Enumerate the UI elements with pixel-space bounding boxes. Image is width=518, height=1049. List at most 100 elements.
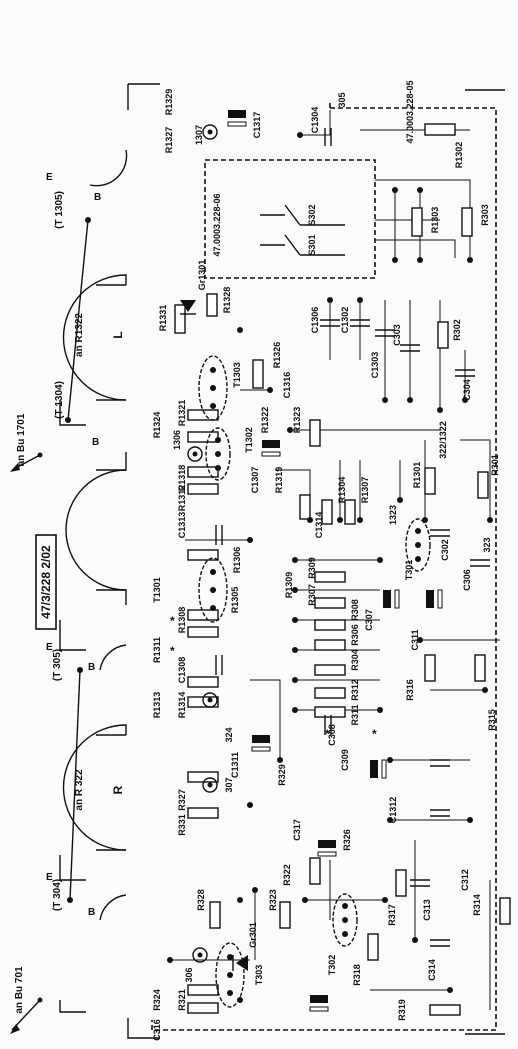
label-r1324: R1324 [152,412,162,439]
label-r1303: R1303 [430,207,440,234]
label-c307: C307 [364,609,374,631]
label-t305: (T 305) [52,649,63,681]
channel-label-l: L [111,331,125,338]
cutout-R-lines [96,734,126,851]
label-r323: R323 [268,889,278,911]
label-r303: R303 [480,204,490,226]
label-r1322: R1322 [260,407,270,434]
label-c316: C316 [152,1019,162,1041]
channel-label-r: R [111,785,125,794]
label-r324: R324 [152,989,162,1011]
svg-text:*: * [170,644,175,658]
label-c309: C309 [340,749,350,771]
label-r322: R322 [282,864,292,886]
label-gr1301: Gr1301 [197,260,207,291]
label-r1309: R1309 [284,572,294,599]
label-t303: T303 [254,965,264,986]
label-c313: C313 [422,899,432,921]
label-e-2: E [46,642,53,653]
label-r1323: R1323 [292,407,302,434]
label-c304: C304 [462,379,472,401]
cutout-arc-4 [99,894,127,921]
svg-text:*: * [325,727,330,741]
label-b-1: B [94,192,101,203]
label-r1318: R1318 [177,465,187,492]
label-c308: C308 [327,724,337,746]
cutout-L-bracket [59,400,86,426]
connection-arrow-bu1701 [10,452,43,472]
label-c303: C303 [392,324,402,346]
label-r1328: R1328 [222,287,232,314]
connection-arrow-bu701 [10,997,43,1034]
label-c314: C314 [427,959,437,981]
frame-corner-bottom-left [127,1018,160,1039]
label-c1306: C1306 [310,307,320,334]
label-r315: R315 [487,709,497,731]
cutout-arc-3 [99,644,127,671]
label-t1301: T1301 [152,577,162,603]
label-r314: R314 [472,894,482,916]
cutout-bracket-4 [59,1000,86,1013]
label-r1308: R1308 [177,607,187,634]
label-b-4: B [88,907,95,918]
label-r328: R328 [196,889,206,911]
label-r312: R312 [350,679,360,701]
label-r307: R307 [307,584,317,606]
resistors [174,123,511,1016]
cutout-bracket-2 [59,620,86,651]
cutout-R-arc [62,724,127,851]
label-r329: R329 [277,764,287,786]
label-r317: R317 [387,904,397,926]
label-r301: R301 [490,454,500,476]
label-r321: R321 [177,989,187,1011]
diodes [180,300,248,971]
label-r311: R311 [350,704,360,725]
label-1307: 1307 [194,125,204,145]
label-an-bu1701: an Bu 1701 [16,413,27,466]
label-c312: C312 [460,869,470,891]
label-an-r1322: an R1322 [74,313,85,357]
label-r319: R319 [397,999,407,1021]
label-t304: (T 304) [52,879,63,911]
switch-contacts [260,204,345,256]
label-r326: R326 [342,829,352,851]
connection-arrow-r1322 [65,217,91,423]
label-323: 323 [482,537,492,552]
module-label-box [35,534,57,630]
label-gr301: Gr301 [248,922,258,948]
label-r1304: R1304 [337,477,347,504]
cutout-middle-lines [96,469,126,591]
label-c1313: C1313 [177,512,187,539]
label-c1317: C1317 [252,112,262,139]
label-c317: C317 [292,819,302,841]
label-r309: R309 [307,557,317,579]
label-r1305: R1305 [230,587,240,614]
label-c311: C311 [410,629,420,650]
label-r1331: R1331 [158,305,168,332]
label-r1319: R1319 [274,467,284,494]
label-r318: R318 [352,964,362,986]
label-1323: 1323 [388,505,398,525]
test-points [187,124,218,963]
frame-corner-top-left [127,83,160,110]
asterisk-markers: * * * * [170,614,377,741]
label-c1314: C1314 [314,512,324,539]
label-t1305: (T 1305) [54,191,65,229]
module-label: 47/3/228 2/02 [39,545,53,619]
label-r327: R327 [177,789,187,811]
label-c1312: C1312 [388,797,398,824]
dashed-board-boundary [151,107,497,1031]
label-r1302: R1302 [454,142,464,169]
label-r1313: R1313 [152,692,162,719]
label-c1311: C1311 [230,752,240,778]
label-c302: C302 [440,539,450,561]
label-1306: 1306 [172,430,182,450]
connection-arrow-r322 [67,667,83,903]
label-r1327: R1327 [164,127,174,154]
label-c306: C306 [462,569,472,591]
label-324: 324 [224,727,234,742]
label-r1329: R1329 [164,89,174,116]
switch-label-s302: S302 [307,204,317,225]
cutout-bracket-3 [59,855,86,881]
